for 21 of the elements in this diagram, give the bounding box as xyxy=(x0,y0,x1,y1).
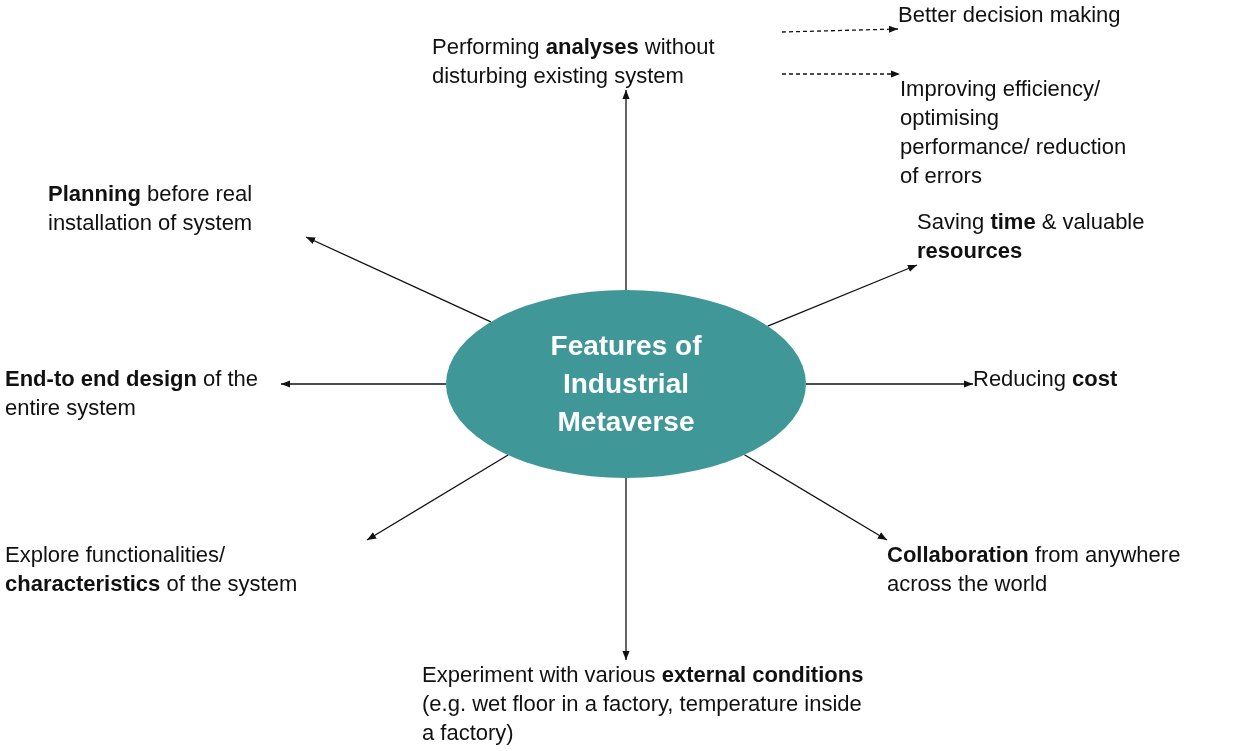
feature-text: Explore functionalities/ characteristics of the system xyxy=(5,540,367,598)
feature-text: Saving time & valuable resources xyxy=(917,207,1199,265)
dashed-arrow xyxy=(781,70,901,78)
feature-text: End-to end design of the entire system xyxy=(5,364,281,422)
feature-text: Planning before real installation of system xyxy=(48,179,306,237)
feature-text: Collaboration from anywhere across the world xyxy=(887,540,1239,598)
arrow xyxy=(366,454,509,541)
arrow xyxy=(767,264,918,327)
feature-text: Better decision making xyxy=(898,0,1121,29)
dashed-arrow xyxy=(781,25,899,33)
ellipse-title: Features of Industrial Metaverse xyxy=(549,329,703,439)
feature-text: Reducing cost xyxy=(973,364,1118,393)
arrow xyxy=(743,454,888,541)
arrow xyxy=(305,236,492,323)
arrow xyxy=(805,380,974,388)
feature-text: Improving efficiency/ optimising performance/ reduction of errors xyxy=(900,74,1128,190)
arrow xyxy=(622,477,630,661)
feature-text: Experiment with various external conditions (e.g. wet floor in a factory, temperature inside a factory) xyxy=(422,660,880,747)
arrow xyxy=(622,89,630,291)
feature-text: Performing analyses without disturbing existing system xyxy=(432,32,782,90)
arrow xyxy=(280,380,447,388)
